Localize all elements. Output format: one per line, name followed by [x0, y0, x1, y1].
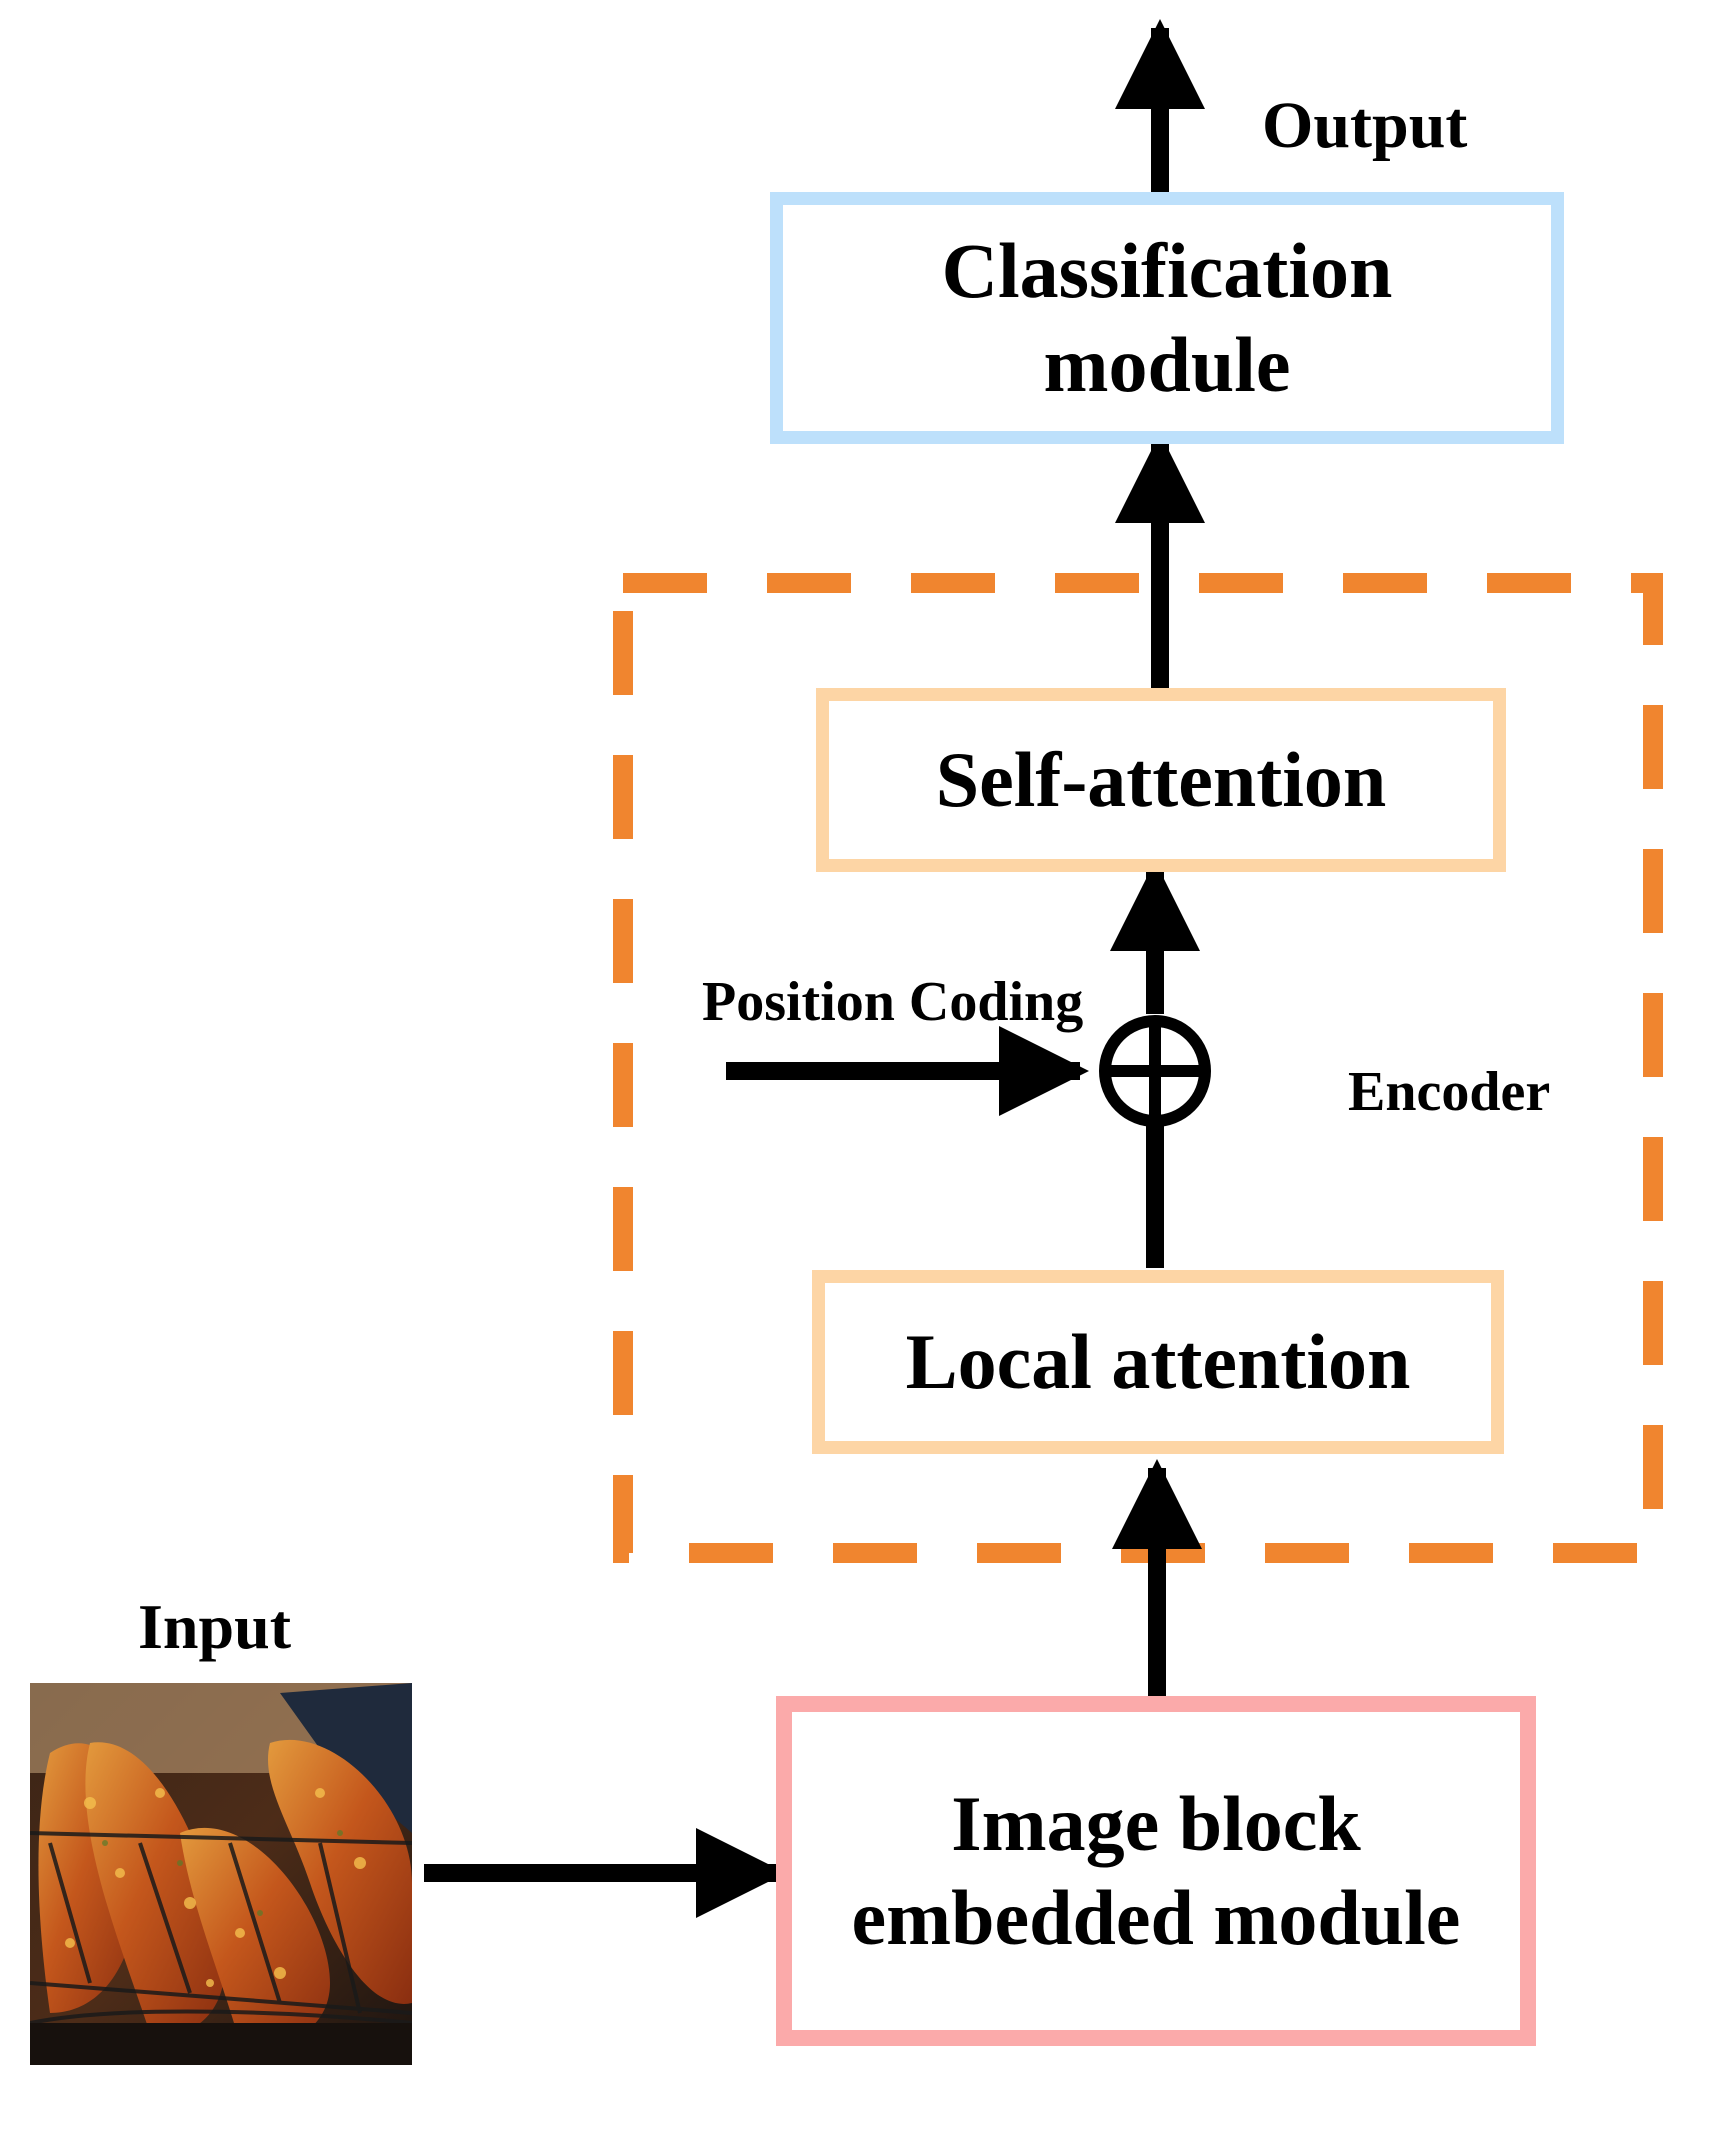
- local-attention-module: Local attention: [812, 1270, 1504, 1454]
- local-attention-label: Local attention: [905, 1318, 1411, 1406]
- input-photo: [30, 1683, 412, 2065]
- self-attention-module: Self-attention: [816, 688, 1506, 872]
- classification-module-line2: module: [1043, 321, 1291, 408]
- encoder-label: Encoder: [1348, 1061, 1551, 1123]
- image-block-line2: embedded module: [851, 1874, 1461, 1961]
- circled-plus-icon: [1099, 1015, 1211, 1127]
- image-block-line1: Image block: [951, 1780, 1361, 1868]
- image-block-embedded-module: Image block embedded module: [776, 1696, 1536, 2046]
- classification-module: Classification module: [770, 192, 1564, 444]
- classification-module-line1: Classification: [941, 227, 1393, 315]
- encoder-dashed-boundary: [613, 573, 1663, 1563]
- input-label: Input: [138, 1591, 291, 1662]
- output-label: Output: [1262, 89, 1468, 162]
- position-coding-label: Position Coding: [702, 971, 1084, 1033]
- self-attention-label: Self-attention: [935, 736, 1387, 824]
